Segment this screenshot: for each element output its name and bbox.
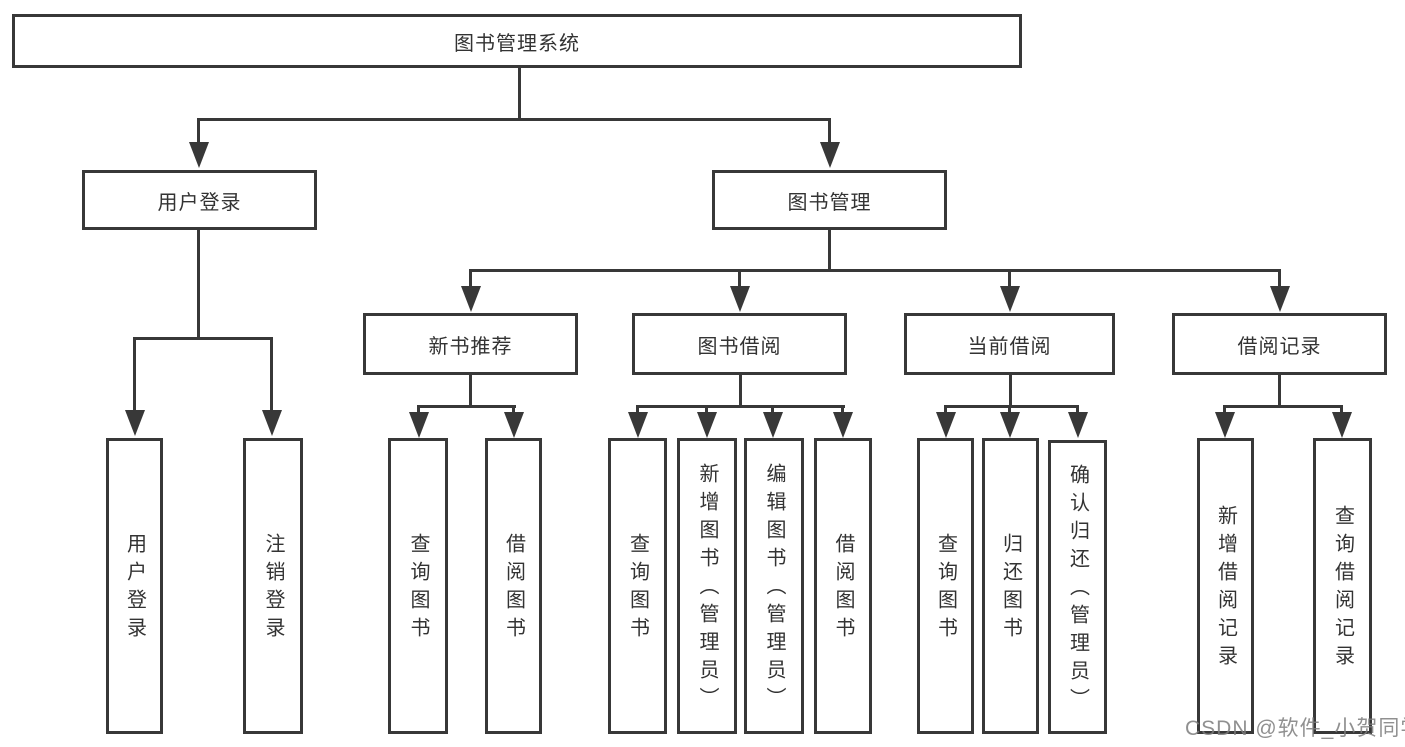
leaf-add-borrow-record: 新增借阅记录 [1197, 438, 1254, 734]
csdn-watermark: CSDN @软件_小贺同学 [1185, 717, 1405, 740]
connector-vline [197, 118, 200, 144]
connector-vline [518, 68, 521, 119]
node-borrow-records: 借阅记录 [1172, 313, 1387, 375]
connector-vline [133, 337, 136, 412]
arrow-down-icon [1000, 286, 1020, 312]
arrow-down-icon [730, 286, 750, 312]
connector-vline [1009, 375, 1012, 407]
connector-vline [197, 230, 200, 337]
arrow-down-icon [763, 412, 783, 438]
connector-vline [705, 405, 708, 416]
connector-vline [636, 405, 639, 416]
connector-vline [1340, 405, 1343, 416]
connector-vline [828, 230, 831, 272]
connector-vline [512, 405, 515, 416]
connector-vline [944, 405, 947, 416]
node-user-login: 用户登录 [82, 170, 317, 230]
node-current-borrow: 当前借阅 [904, 313, 1115, 375]
leaf-user-login: 用户登录 [106, 438, 163, 734]
leaf-return-books: 归还图书 [982, 438, 1039, 734]
arrow-down-icon [820, 142, 840, 168]
connector-hline [469, 269, 1281, 272]
connector-hline [1223, 405, 1343, 408]
arrow-down-icon [697, 412, 717, 438]
connector-vline [771, 405, 774, 416]
node-root: 图书管理系统 [12, 14, 1022, 68]
connector-vline [417, 405, 420, 416]
connector-hline [133, 337, 273, 340]
arrow-down-icon [628, 412, 648, 438]
connector-vline [1008, 405, 1011, 416]
leaf-query-books: 查询图书 [388, 438, 448, 734]
leaf-add-book-admin: 新增图书（管理员） [677, 438, 737, 734]
connector-vline [1076, 405, 1079, 416]
leaf-edit-book-admin: 编辑图书（管理员） [744, 438, 804, 734]
connector-vline [469, 375, 472, 407]
arrow-down-icon [1215, 412, 1235, 438]
connector-vline [738, 269, 741, 288]
arrow-down-icon [1000, 412, 1020, 438]
connector-vline [828, 118, 831, 144]
node-book-management: 图书管理 [712, 170, 947, 230]
leaf-query-books: 查询图书 [917, 438, 974, 734]
connector-hline [944, 405, 1079, 408]
leaf-borrow-books: 借阅图书 [814, 438, 872, 734]
leaf-query-borrow-record: 查询借阅记录 [1313, 438, 1372, 734]
connector-vline [1278, 375, 1281, 407]
connector-vline [1008, 269, 1011, 288]
arrow-down-icon [1068, 412, 1088, 438]
node-new-book-recommend: 新书推荐 [363, 313, 578, 375]
arrow-down-icon [409, 412, 429, 438]
leaf-query-books: 查询图书 [608, 438, 667, 734]
connector-hline [197, 118, 831, 121]
arrow-down-icon [189, 142, 209, 168]
connector-hline [636, 405, 845, 408]
arrow-down-icon [936, 412, 956, 438]
connector-vline [841, 405, 844, 416]
arrow-down-icon [125, 410, 145, 436]
connector-vline [1278, 269, 1281, 288]
arrow-down-icon [504, 412, 524, 438]
leaf-borrow-books: 借阅图书 [485, 438, 542, 734]
arrow-down-icon [1270, 286, 1290, 312]
node-book-borrow: 图书借阅 [632, 313, 847, 375]
leaf-confirm-return-admin: 确认归还（管理员） [1048, 440, 1107, 734]
arrow-down-icon [833, 412, 853, 438]
connector-vline [1223, 405, 1226, 416]
arrow-down-icon [461, 286, 481, 312]
connector-vline [270, 337, 273, 412]
leaf-logout: 注销登录 [243, 438, 303, 734]
arrow-down-icon [1332, 412, 1352, 438]
connector-hline [417, 405, 516, 408]
connector-vline [469, 269, 472, 288]
connector-vline [739, 375, 742, 407]
arrow-down-icon [262, 410, 282, 436]
